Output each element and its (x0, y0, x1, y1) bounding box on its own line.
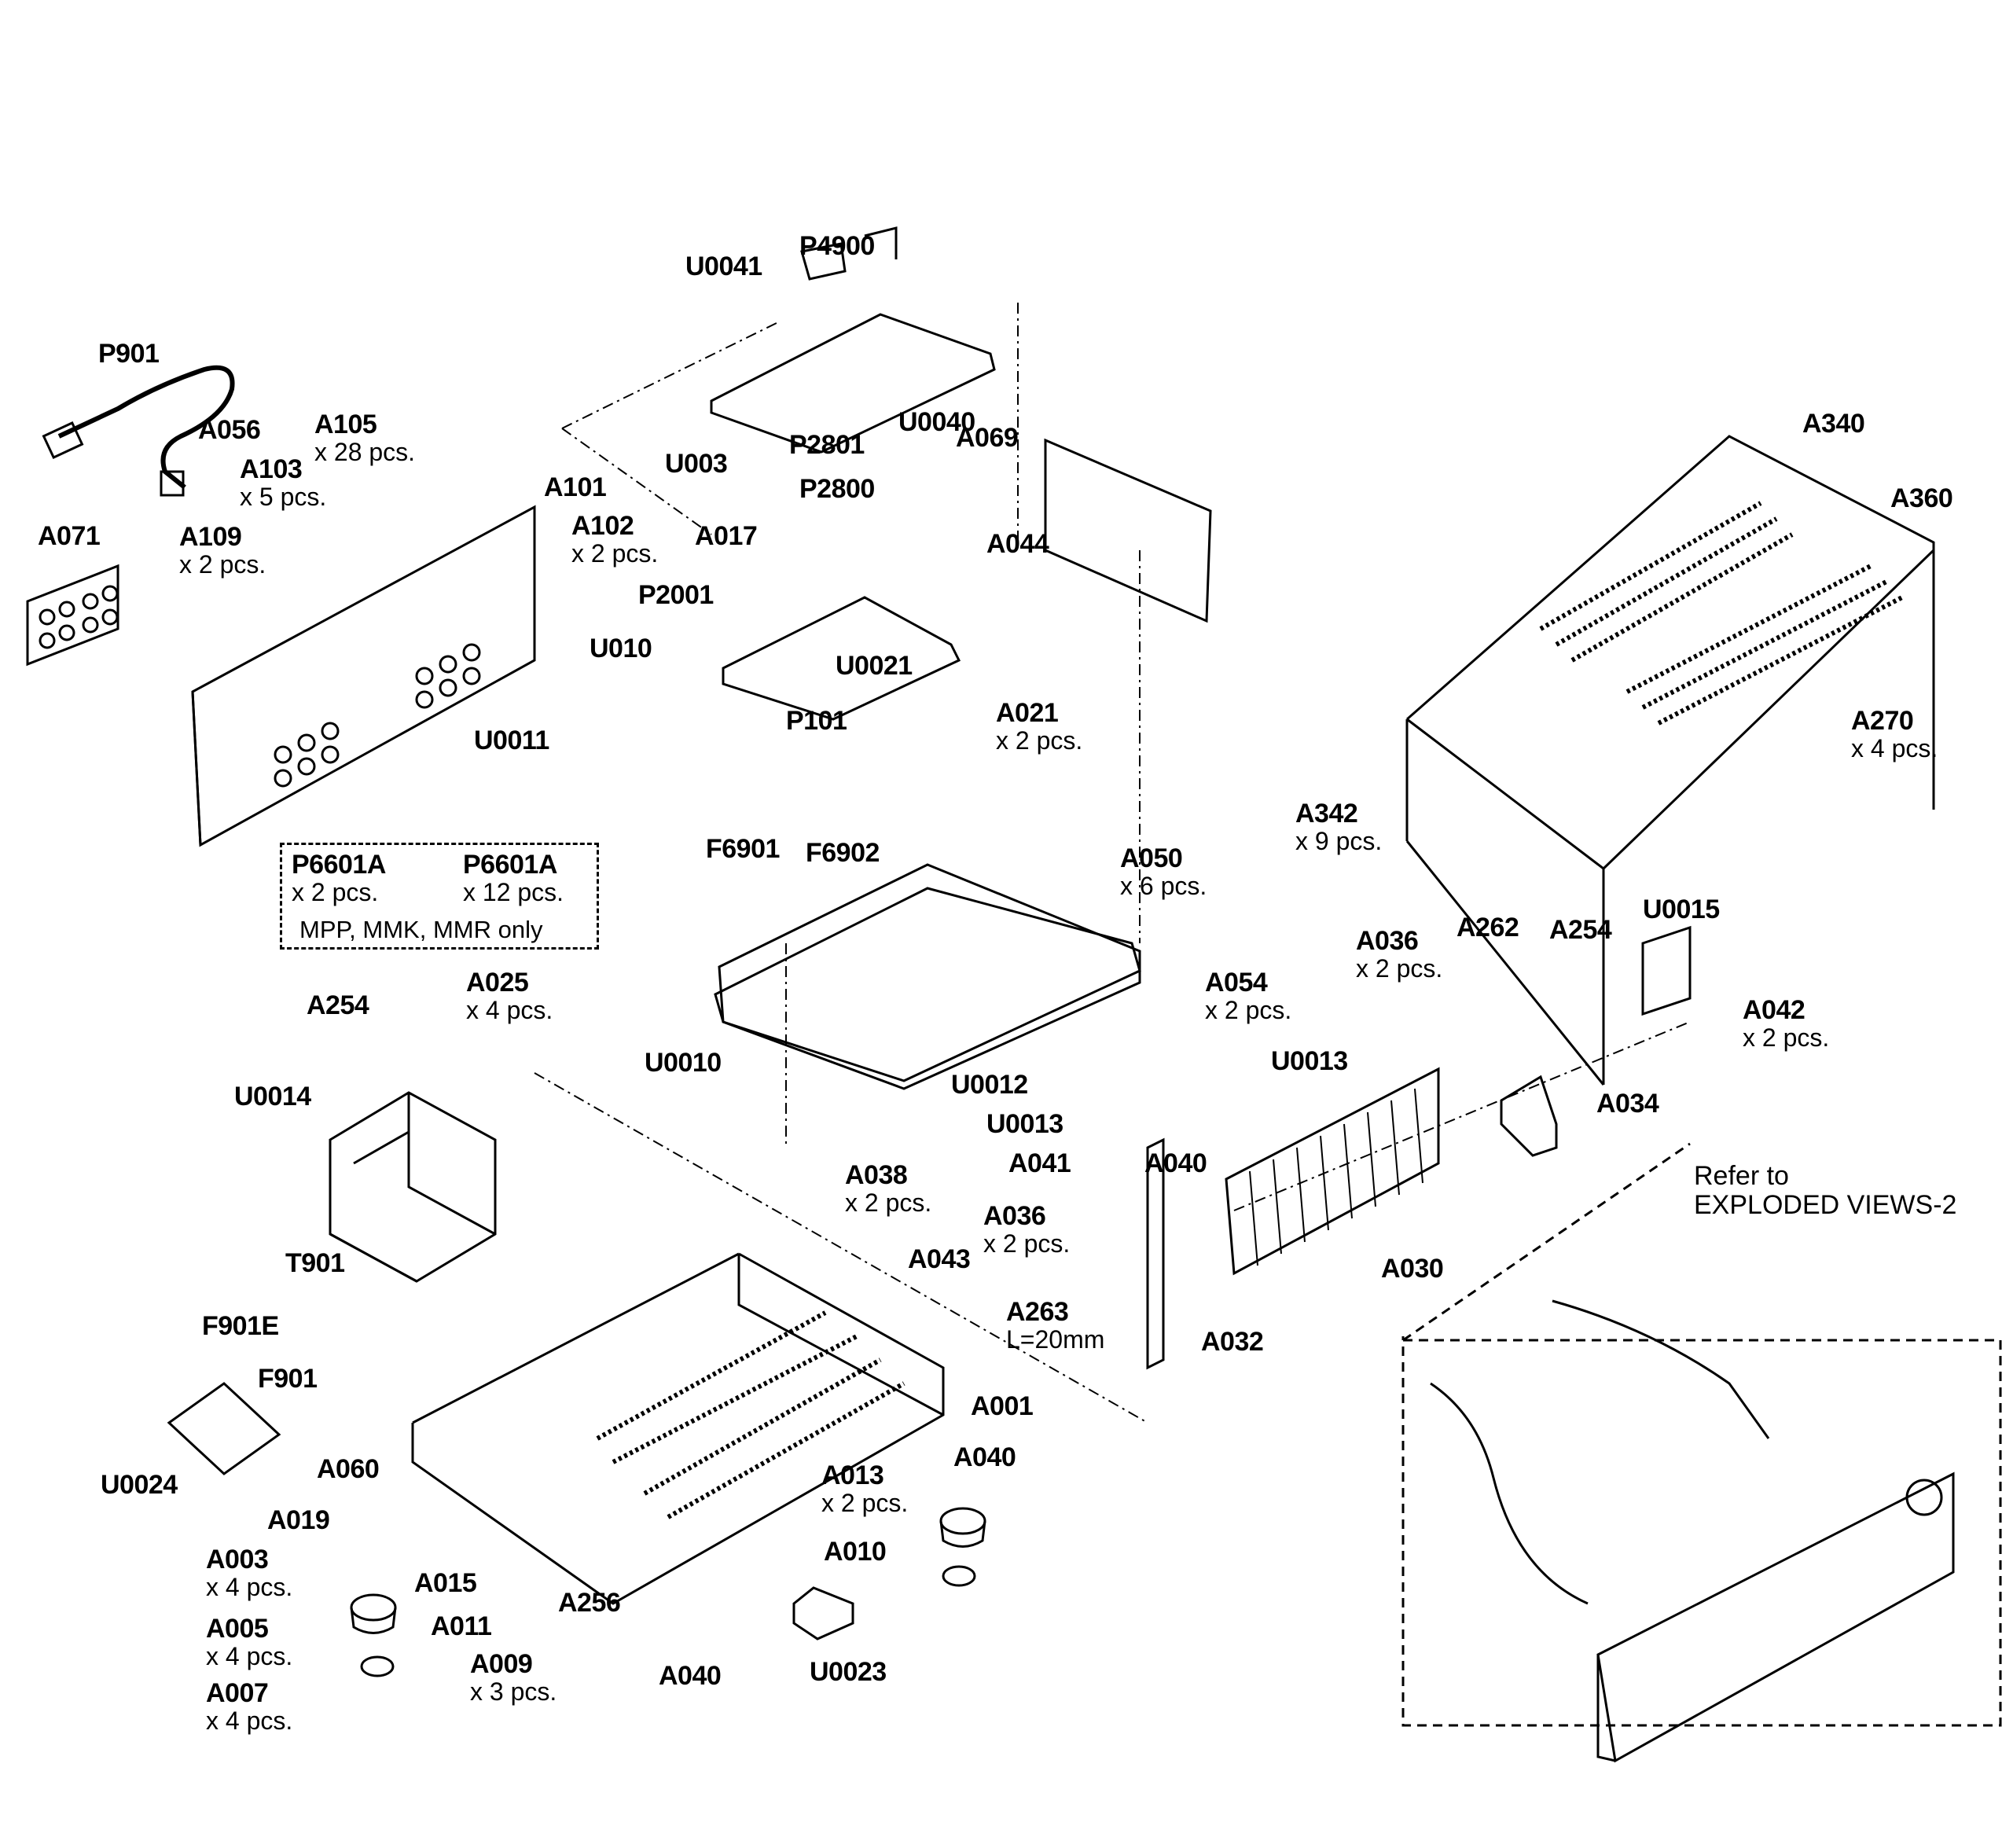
part-label-a015: A015 (414, 1568, 477, 1598)
reference-line-2: EXPLODED VIEWS-2 (1694, 1190, 1957, 1221)
part-label-u0021: U0021 (836, 651, 913, 681)
part-label-a040-right: A040 (953, 1442, 1016, 1472)
power-transformer-drawing (329, 1091, 497, 1283)
reference-line-1: Refer to (1694, 1161, 1789, 1191)
part-label-a256: A256 (558, 1588, 621, 1618)
part-label-u0014: U0014 (234, 1082, 311, 1111)
part-label-a340: A340 (1802, 409, 1865, 439)
part-label-u0013-left: U0013 (986, 1109, 1063, 1139)
part-label-a043: A043 (908, 1244, 971, 1274)
part-label-u003: U003 (665, 449, 728, 479)
heatsink-drawing (1225, 1067, 1440, 1276)
part-label-a360: A360 (1890, 483, 1953, 513)
part-label-f901: F901 (258, 1364, 318, 1394)
assembly-guide-lines (534, 303, 1691, 1424)
part-label-f901e: F901E (202, 1311, 279, 1341)
part-label-u0024: U0024 (101, 1470, 178, 1500)
part-label-f6902: F6902 (806, 838, 880, 868)
part-label-a044: A044 (986, 529, 1049, 559)
part-label-a040-bottom: A040 (659, 1661, 722, 1691)
part-label-u0040: U0040 (898, 407, 975, 437)
brackets-drawing (1146, 925, 1692, 1370)
part-label-u0010: U0010 (645, 1048, 722, 1078)
part-label-u0013-right: U0013 (1271, 1046, 1348, 1076)
part-label-a069: A069 (956, 423, 1019, 453)
part-label-a254-right: A254 (1549, 915, 1612, 945)
part-label-a030: A030 (1381, 1254, 1444, 1284)
part-label-t901: T901 (285, 1248, 345, 1278)
part-label-f6901: F6901 (706, 834, 780, 864)
part-label-a017: A017 (695, 521, 758, 551)
rca-cover-plate-drawing (26, 564, 119, 667)
bottom-chassis-drawing (411, 1252, 945, 1605)
part-label-a071: A071 (38, 521, 101, 551)
part-label-u0041: U0041 (685, 252, 762, 281)
power-cord-drawing (42, 365, 235, 497)
part-label-p2801: P2801 (789, 430, 865, 460)
part-label-a262: A262 (1457, 913, 1519, 942)
part-label-a040-upper: A040 (1144, 1148, 1207, 1178)
part-label-u0011: U0011 (474, 726, 549, 755)
part-label-a101: A101 (544, 472, 607, 502)
part-label-a041: A041 (1008, 1148, 1071, 1178)
part-label-u0012: U0012 (951, 1070, 1028, 1100)
part-label-p4900: P4900 (799, 231, 875, 261)
top-cover-drawing (1405, 435, 1935, 1086)
fuse-board-drawing (167, 1382, 281, 1475)
main-amp-board-drawing (714, 887, 1141, 1082)
part-label-a056: A056 (198, 415, 261, 445)
u0023-module-drawing (792, 1586, 854, 1640)
part-label-a010: A010 (824, 1537, 887, 1567)
part-label-a001: A001 (971, 1391, 1034, 1421)
part-label-a060: A060 (317, 1454, 380, 1484)
part-label-p901: P901 (98, 339, 160, 369)
part-label-u0023: U0023 (810, 1657, 887, 1687)
part-label-u0015: U0015 (1643, 895, 1720, 924)
front-panel-drawing (1430, 1299, 1955, 1763)
part-label-a011: A011 (431, 1611, 492, 1641)
reference-note: Refer to EXPLODED VIEWS-2 (1694, 1161, 1957, 1221)
reference-box-outline (1401, 1142, 2002, 1727)
part-label-u010: U010 (590, 634, 652, 663)
feet-drawing (350, 1507, 986, 1677)
part-label-p101: P101 (786, 706, 847, 736)
part-label-a034: A034 (1596, 1089, 1659, 1119)
part-label-p2001: P2001 (638, 580, 714, 610)
option-note: MPP, MMK, MMR only (299, 916, 543, 943)
part-label-a019: A019 (267, 1505, 330, 1535)
part-label-a032: A032 (1201, 1327, 1264, 1357)
part-label-a254-left: A254 (307, 990, 369, 1020)
part-label-p2800: P2800 (799, 474, 875, 504)
rear-panel-drawing (191, 505, 536, 847)
